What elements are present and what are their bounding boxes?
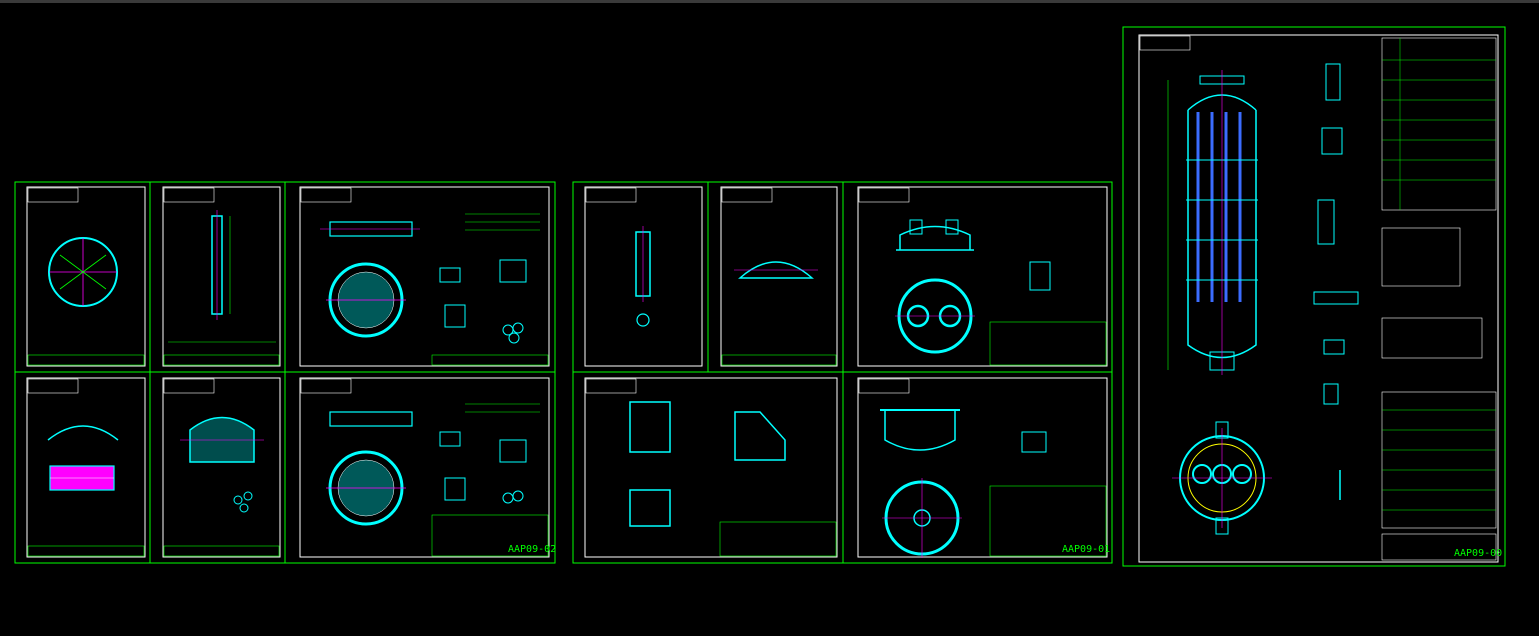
sheet-channel-box[interactable] xyxy=(857,186,1108,367)
sheet-number-label: AAP09-01 xyxy=(1062,544,1110,555)
group-middle[interactable]: AAP09-01 xyxy=(572,181,1113,564)
sheet-tube-sheet-a[interactable] xyxy=(299,186,550,367)
sheet-tube-sheet-b[interactable]: AAP09-02 xyxy=(299,377,556,558)
sheet-head-cap[interactable] xyxy=(720,186,838,367)
technical-data-tables: AAP09-00 xyxy=(1381,37,1502,561)
sheet-shell-body[interactable]: AAP09-01 xyxy=(857,377,1110,558)
group-left[interactable]: AAP09-02 xyxy=(14,181,556,564)
sheet-circular-plate[interactable] xyxy=(26,186,146,367)
sheet-baffle-plate[interactable] xyxy=(26,377,146,558)
exchanger-plan-view[interactable] xyxy=(1172,421,1272,535)
sheet-shaft-detail[interactable] xyxy=(162,186,281,367)
group-right-assembly[interactable]: AAP09-00 xyxy=(1122,26,1506,567)
sheet-support-plate[interactable] xyxy=(162,377,281,558)
exchanger-elevation-view[interactable] xyxy=(1167,70,1258,375)
cad-drawing-canvas[interactable]: AAP09-02 xyxy=(0,3,1539,632)
window-top-edge xyxy=(0,0,1539,3)
detail-views[interactable] xyxy=(1313,63,1359,500)
sheet-number-label: AAP09-00 xyxy=(1454,548,1502,559)
sheet-number-label: AAP09-02 xyxy=(508,544,556,555)
sheet-saddle-support[interactable] xyxy=(584,377,838,558)
sheet-flange-pipe[interactable] xyxy=(584,186,703,367)
